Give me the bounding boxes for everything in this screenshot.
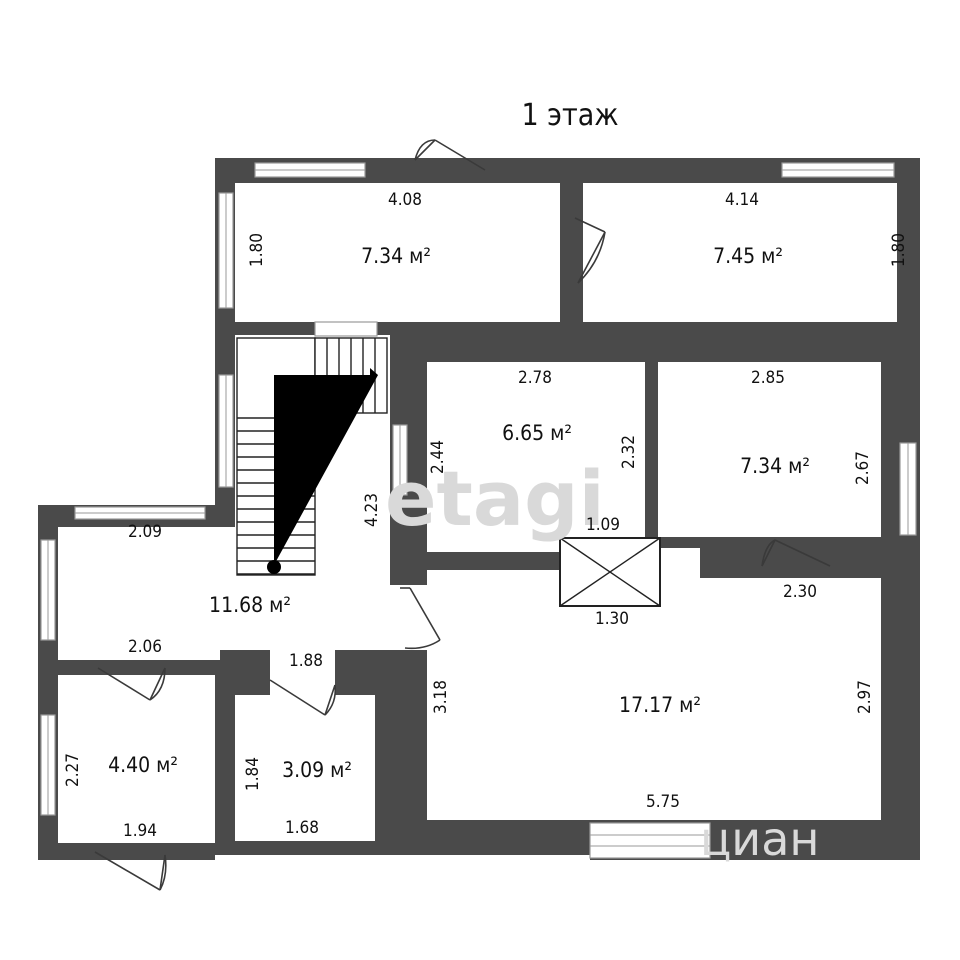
staircase — [236, 337, 388, 576]
dim-label: 2.78 — [518, 368, 552, 388]
wall-stub — [830, 566, 881, 578]
area-label: 6.65 м² — [502, 421, 572, 445]
dim-label: 1.80 — [889, 233, 909, 267]
dim-label: 4.14 — [725, 190, 759, 210]
window — [40, 539, 56, 641]
area-label: 17.17 м² — [619, 693, 701, 717]
watermark-etagi: etagi — [385, 454, 605, 543]
wall-stub — [215, 675, 235, 855]
doors — [94, 139, 831, 891]
dim-label: 4.08 — [388, 190, 422, 210]
window — [314, 321, 378, 337]
internal-walls — [58, 183, 881, 855]
window — [218, 374, 234, 488]
room-floor-4 — [658, 362, 881, 537]
dim-label: 3.18 — [431, 680, 451, 714]
door-wc — [269, 679, 337, 716]
dim-label: 2.30 — [783, 582, 817, 602]
dim-label: 2.85 — [751, 368, 785, 388]
wall-stub — [645, 362, 658, 537]
wall-stub — [712, 566, 762, 578]
stair-arrow-line — [274, 375, 378, 565]
wall-stub — [58, 660, 98, 675]
window — [392, 424, 408, 496]
passage-2 — [395, 585, 427, 650]
dim-label: 2.27 — [63, 753, 83, 787]
wall-stub — [567, 283, 581, 323]
watermark-cian: циан — [700, 812, 819, 866]
room-floor-3 — [427, 362, 645, 552]
wall-stub — [660, 538, 710, 548]
room-floor-2 — [583, 183, 897, 322]
dim-label: 2.09 — [128, 522, 162, 542]
dim-label: 2.67 — [853, 451, 873, 485]
door-room2 — [574, 217, 606, 284]
area-label: 7.34 м² — [740, 454, 810, 478]
window — [74, 506, 206, 520]
shaft — [559, 537, 661, 607]
dim-label: 2.44 — [428, 440, 448, 474]
dim-label: 2.97 — [855, 680, 875, 714]
door-hall — [400, 587, 441, 650]
room-floor-1 — [235, 183, 560, 322]
dim-label: 2.32 — [619, 435, 639, 469]
area-label: 11.68 м² — [209, 593, 291, 617]
wall-stub — [375, 660, 427, 855]
dim-label: 1.94 — [123, 821, 157, 841]
wall-stub — [567, 183, 581, 218]
area-label: 4.40 м² — [108, 753, 178, 777]
windows — [40, 162, 917, 859]
window — [218, 192, 234, 309]
room-floor-5 — [58, 675, 215, 843]
window — [781, 162, 895, 178]
door-bath — [97, 667, 166, 701]
wall-stub — [165, 660, 270, 675]
stair-arrow-head — [370, 368, 378, 382]
dim-label: 4.23 — [362, 493, 382, 527]
stair-start-marker — [267, 560, 281, 574]
window — [40, 714, 56, 816]
window — [899, 442, 917, 536]
door-room4 — [761, 539, 831, 567]
dim-label: 1.88 — [289, 651, 323, 671]
wall-stub — [390, 650, 427, 660]
wall-stub — [220, 678, 270, 695]
dim-label: 5.75 — [646, 792, 680, 812]
dim-label: 1.30 — [595, 609, 629, 629]
floor-title: 1 этаж — [521, 98, 618, 133]
dim-label: 1.80 — [247, 233, 267, 267]
wall-stub — [700, 538, 712, 578]
wall-stub — [335, 678, 375, 695]
room-floor-living — [427, 545, 881, 820]
window — [254, 162, 366, 178]
wall-stub — [427, 552, 467, 567]
area-label: 3.09 м² — [282, 758, 352, 782]
dim-label: 2.06 — [128, 637, 162, 657]
dim-label: 1.84 — [243, 757, 263, 791]
dim-label: 1.09 — [586, 515, 620, 535]
area-label: 7.34 м² — [361, 244, 431, 268]
room-floor-6 — [235, 695, 375, 841]
window — [589, 822, 711, 859]
area-label: 7.45 м² — [713, 244, 783, 268]
dim-label: 1.68 — [285, 818, 319, 838]
door-bath-out — [94, 851, 167, 891]
door-entrance — [414, 139, 486, 171]
